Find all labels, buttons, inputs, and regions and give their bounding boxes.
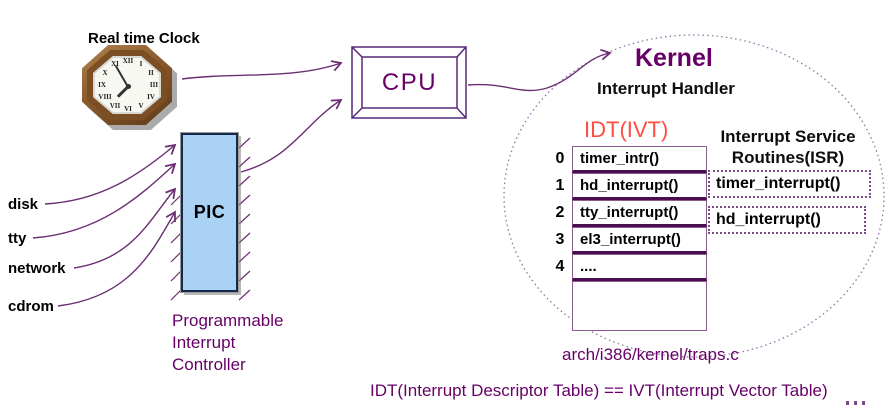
kernel-ellipse [503, 34, 885, 358]
arrow-disk-to-pic [44, 143, 177, 205]
device-to-pic-arrows [32, 143, 177, 307]
arrow-network-to-pic [73, 187, 177, 269]
pic-pin-marks [170, 137, 251, 301]
arrow-cdrom-to-pic [57, 210, 176, 307]
arrow-clock-to-cpu [181, 60, 343, 80]
arrow-cpu-to-kernel [467, 48, 612, 92]
cpu-box-outline [351, 46, 467, 119]
arrow-tty-to-pic [32, 162, 177, 239]
arrow-pic-to-cpu [240, 99, 343, 173]
